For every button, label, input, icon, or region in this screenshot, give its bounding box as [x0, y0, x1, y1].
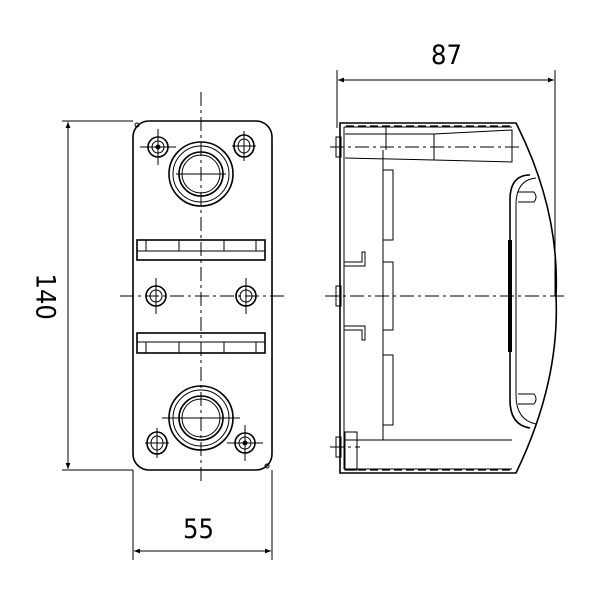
- mounting-rail-bottom: [136, 332, 266, 354]
- dimension-label-width: 55: [183, 514, 214, 545]
- dimension-label-height: 140: [29, 273, 61, 320]
- mounting-rail-top: [136, 239, 266, 261]
- front-view: [120, 92, 285, 482]
- dimension-height: [62, 120, 133, 471]
- dimension-depth: [336, 70, 556, 296]
- side-view: [325, 122, 568, 474]
- dimension-label-depth: 87: [431, 40, 462, 71]
- cable-gland-bottom: [162, 385, 240, 451]
- screw-holes: [140, 129, 263, 461]
- cable-gland-top: [168, 141, 234, 207]
- dimension-width: [132, 470, 273, 560]
